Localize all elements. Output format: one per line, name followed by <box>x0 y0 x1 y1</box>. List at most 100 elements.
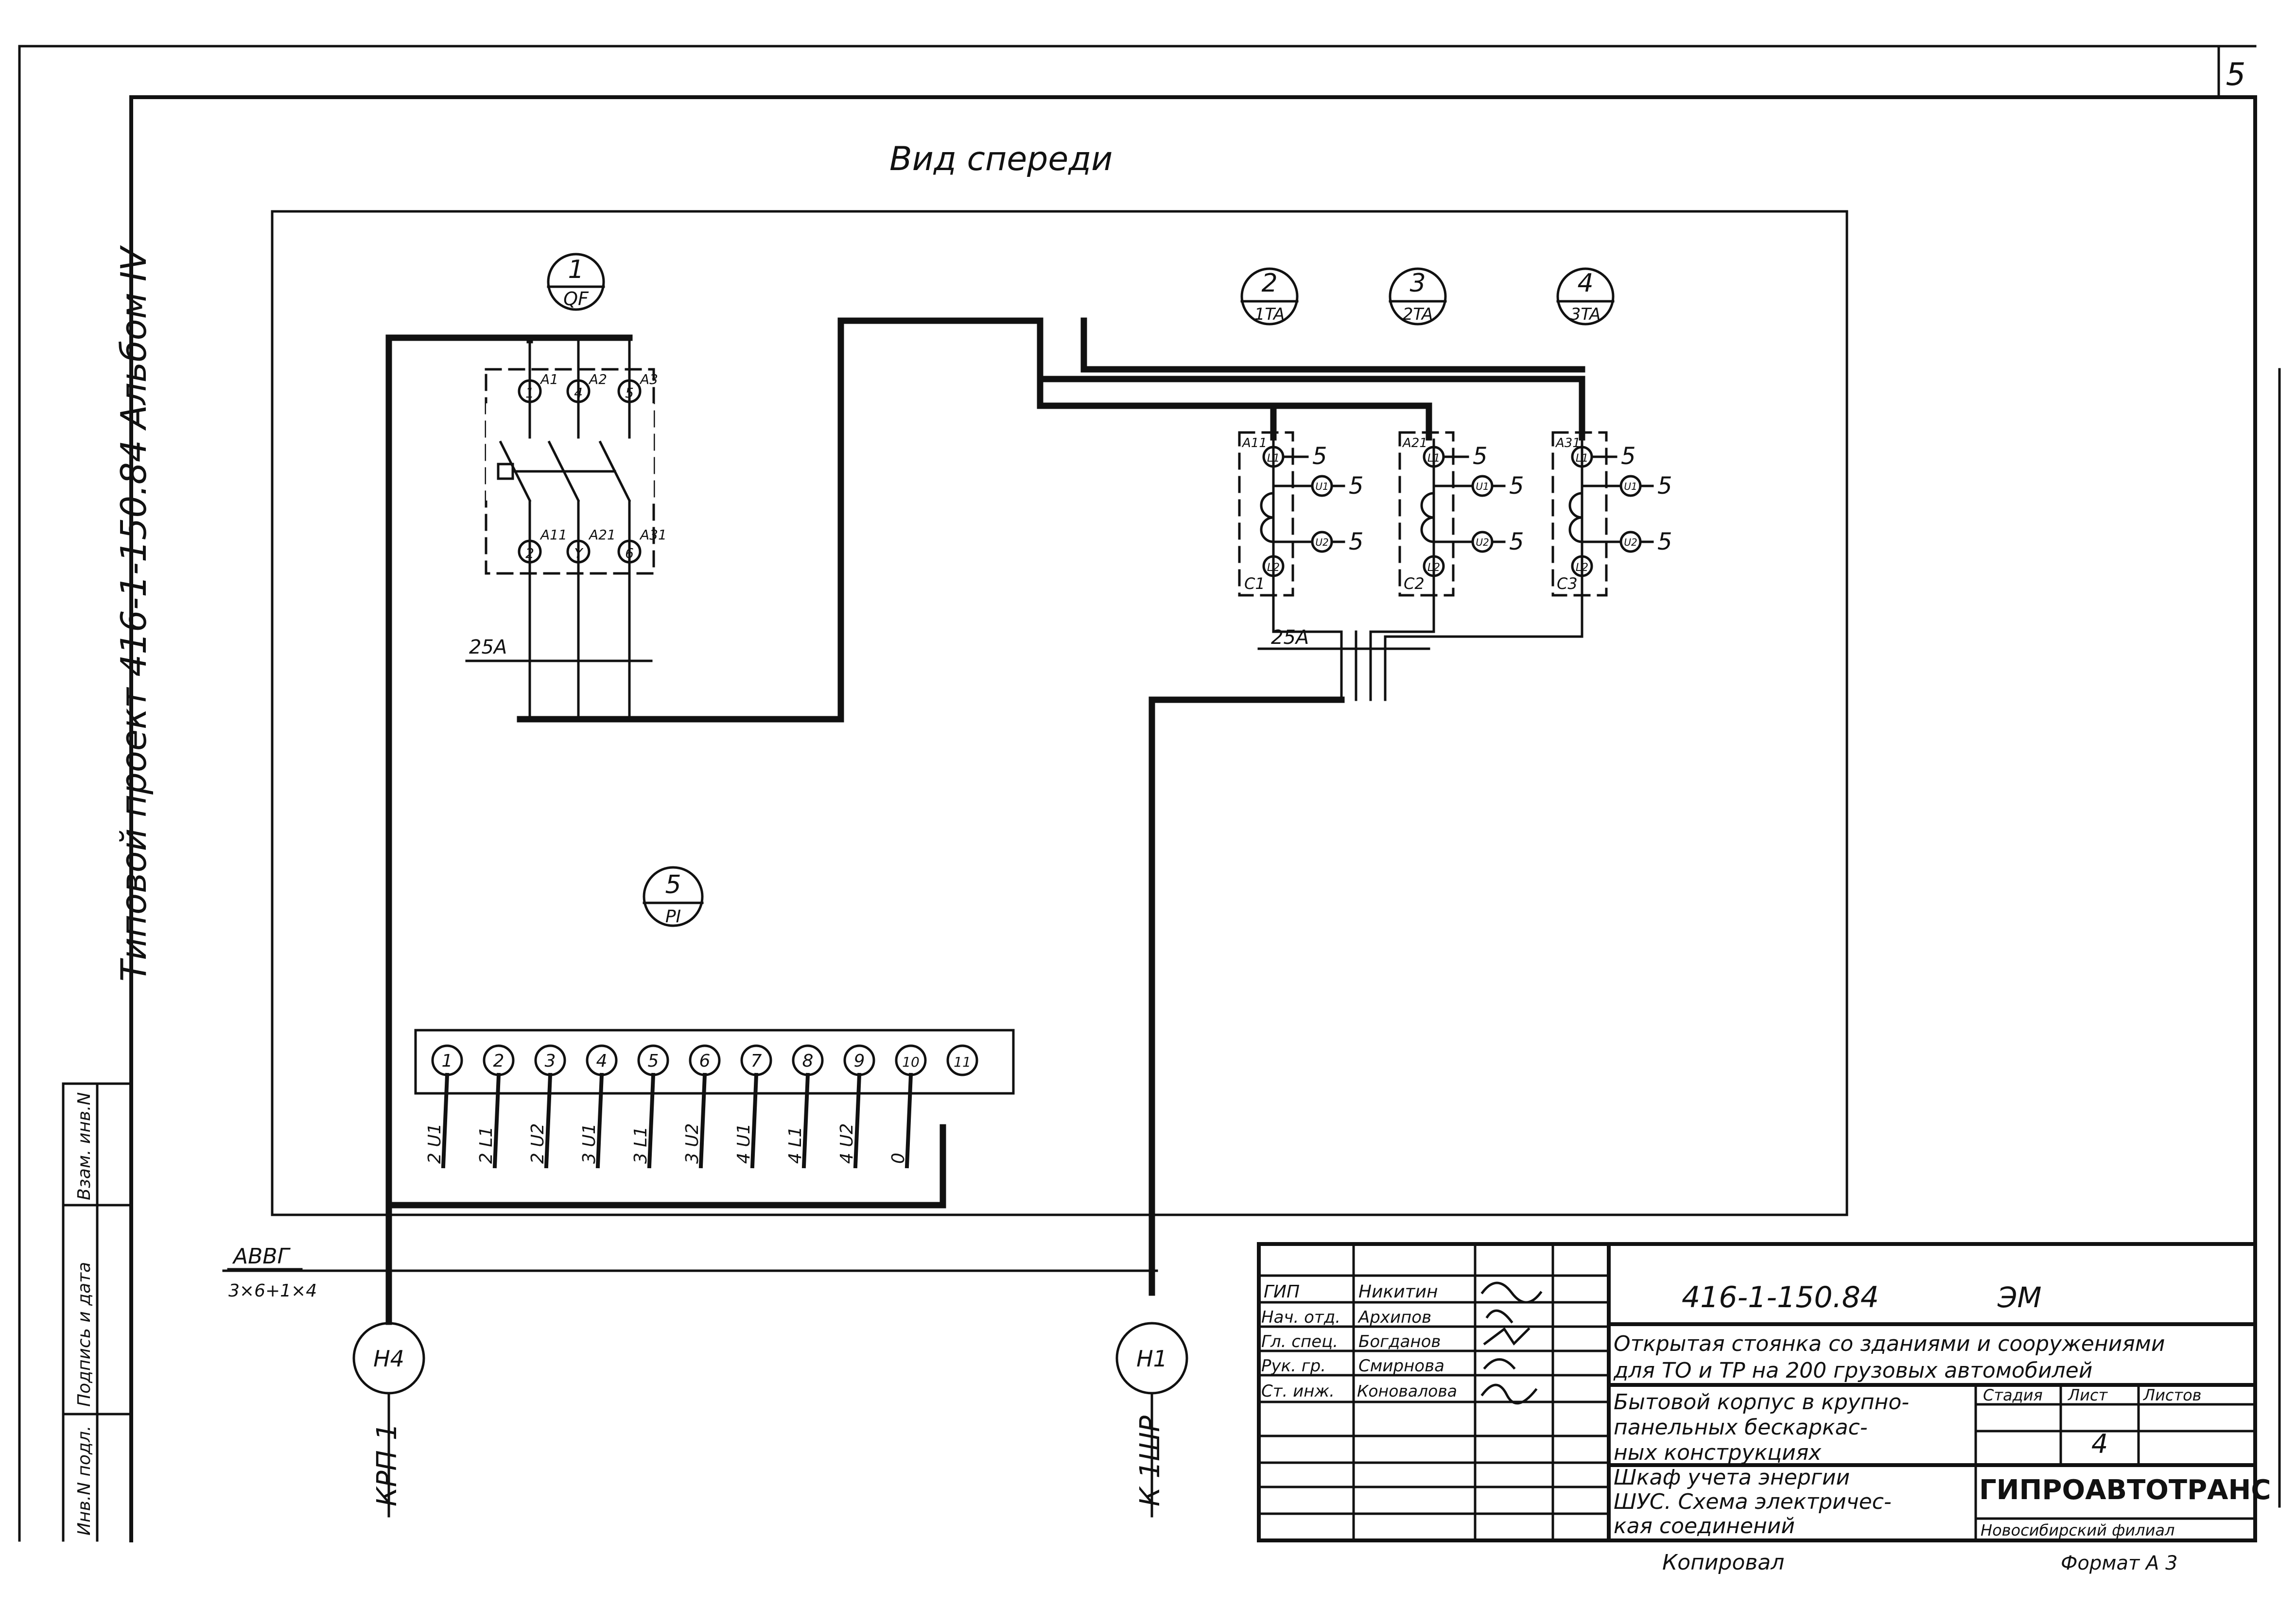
svg-text:1TA: 1TA <box>1254 305 1285 324</box>
terminal-number: 11 <box>954 1054 971 1070</box>
svg-text:QF: QF <box>563 288 589 310</box>
view-title: Вид спереди <box>889 140 1113 178</box>
svg-text:A3: A3 <box>639 371 658 387</box>
svg-text:Стадия: Стадия <box>1983 1386 2043 1404</box>
svg-text:1: 1 <box>568 255 584 284</box>
terminal-wire <box>750 1072 759 1169</box>
svg-text:ных конструкциях: ных конструкциях <box>1614 1440 1822 1465</box>
svg-text:Гл. спец.: Гл. спец. <box>1261 1332 1338 1351</box>
svg-text:Рук. гр.: Рук. гр. <box>1261 1356 1326 1376</box>
node-h1: H1 К 1ШР <box>1115 1322 1188 1518</box>
current-transformer-2: A21 C2 L1 L2 5 U1 5 U2 5 <box>1398 431 1524 597</box>
svg-text:H1: H1 <box>1136 1346 1167 1372</box>
svg-text:5: 5 <box>1349 472 1364 500</box>
terminal-number: 5 <box>648 1051 659 1071</box>
strip-replace: Взам. инв.N <box>74 1092 94 1200</box>
svg-text:Формат А 3: Формат А 3 <box>2061 1552 2178 1574</box>
svg-text:5: 5 <box>1509 528 1524 555</box>
svg-text:A21: A21 <box>1402 436 1427 450</box>
terminal-wire-label: 0 <box>888 1153 908 1164</box>
svg-text:Ст. инж.: Ст. инж. <box>1261 1382 1335 1401</box>
svg-text:1: 1 <box>525 385 534 401</box>
terminal-number: 7 <box>751 1051 762 1071</box>
terminal-block-callout: 5 PI <box>643 866 704 927</box>
svg-text:Открытая стоянка со зданиями и: Открытая стоянка со зданиями и сооружени… <box>1614 1331 2165 1356</box>
dest-right: К 1ШР <box>1134 1416 1166 1506</box>
svg-text:Никитин: Никитин <box>1358 1282 1438 1302</box>
svg-text:U2: U2 <box>1476 536 1489 548</box>
terminal-wire-label: 2 U2 <box>528 1123 548 1164</box>
svg-text:A11: A11 <box>1241 436 1267 450</box>
tt1-callout: 2 1TA <box>1240 267 1299 326</box>
svg-text:Архипов: Архипов <box>1357 1308 1431 1327</box>
terminal-wire-label: 3 U1 <box>579 1123 599 1164</box>
svg-text:L1: L1 <box>1576 452 1588 465</box>
terminal-number: 8 <box>802 1051 814 1071</box>
svg-text:ШУС. Схема электричес-: ШУС. Схема электричес- <box>1614 1489 1892 1514</box>
svg-text:5: 5 <box>1621 443 1636 470</box>
svg-text:A21: A21 <box>588 527 616 543</box>
current-transformer-3: A31 C3 L1 L2 5 U1 5 U2 5 <box>1551 431 1672 597</box>
tt-output-bundle: 25A <box>1257 577 1583 701</box>
svg-text:L1: L1 <box>1427 452 1440 465</box>
terminal-number: 2 <box>493 1051 504 1071</box>
svg-text:2: 2 <box>1261 269 1277 298</box>
svg-text:5: 5 <box>625 385 634 401</box>
svg-text:5: 5 <box>1509 472 1524 500</box>
cable-annotation: АВВГ 3×6+1×4 <box>222 1244 1158 1301</box>
svg-text:2: 2 <box>525 545 534 561</box>
svg-text:кая соединений: кая соединений <box>1614 1514 1795 1538</box>
cable-type: АВВГ <box>232 1244 291 1269</box>
svg-text:Шкаф учета энергии: Шкаф учета энергии <box>1614 1465 1850 1490</box>
tt-rating: 25A <box>1271 626 1309 649</box>
tt-callouts: 2 1TA 3 2TA 4 3TA <box>1240 267 1615 326</box>
doc-code: 416-1-150.84 <box>1682 1280 1879 1314</box>
terminal-number: 4 <box>596 1051 608 1071</box>
svg-text:2TA: 2TA <box>1403 305 1433 324</box>
terminal-wire <box>595 1072 604 1169</box>
svg-text:Смирнова: Смирнова <box>1358 1356 1444 1376</box>
terminal-wire-label: 3 L1 <box>631 1126 651 1164</box>
svg-text:L2: L2 <box>1267 562 1280 574</box>
svg-text:5: 5 <box>665 870 681 899</box>
svg-text:Бытовой корпус в крупно-: Бытовой корпус в крупно- <box>1614 1390 1909 1415</box>
terminal-wire <box>647 1072 656 1169</box>
side-stamp: Типовой проект 416-1-150.84 Альбом IV <box>113 245 154 982</box>
node-h4: H4 КРП-1 <box>352 1322 425 1518</box>
svg-text:A31: A31 <box>639 527 667 543</box>
terminal-wire <box>904 1072 913 1169</box>
svg-text:3TA: 3TA <box>1570 305 1601 324</box>
cable-size: 3×6+1×4 <box>228 1281 317 1301</box>
terminal-wire <box>853 1072 862 1169</box>
title-block: ГИП Нач. отд. Гл. спец. Рук. гр. Ст. инж… <box>1257 1242 2271 1575</box>
svg-text:ГИП: ГИП <box>1264 1282 1300 1302</box>
svg-text:L2: L2 <box>1427 562 1440 574</box>
terminal-wire-label: 4 U1 <box>734 1123 754 1164</box>
svg-text:U1: U1 <box>1476 481 1489 492</box>
terminal-wire-label: 2 L1 <box>476 1126 496 1164</box>
svg-text:Богданов: Богданов <box>1358 1332 1441 1351</box>
current-transformer-1: A11 C1 L1 L2 5 U1 5 U2 5 <box>1238 431 1364 597</box>
svg-text:U1: U1 <box>1624 481 1637 492</box>
svg-text:U2: U2 <box>1624 536 1637 548</box>
svg-text:A11: A11 <box>539 527 567 543</box>
svg-text:L1: L1 <box>1267 452 1280 465</box>
svg-text:5: 5 <box>1657 528 1672 555</box>
org-name: ГИПРОАВТОТРАНС <box>1979 1474 2271 1506</box>
terminal-wire-label: 2 U1 <box>425 1123 445 1164</box>
tt2-callout: 3 2TA <box>1389 267 1447 326</box>
svg-text:4: 4 <box>1577 269 1593 298</box>
breaker-qf: 1 QF 1 4 5 A1 A2 A3 2 Y 6 A11 <box>465 253 667 721</box>
dest-left: КРП-1 <box>371 1423 403 1506</box>
svg-text:4: 4 <box>2091 1429 2108 1459</box>
svg-text:4: 4 <box>574 385 583 401</box>
svg-text:панельных бескаркас-: панельных бескаркас- <box>1614 1415 1868 1440</box>
svg-text:Листов: Листов <box>2143 1386 2202 1404</box>
svg-text:C2: C2 <box>1404 574 1425 593</box>
tt3-callout: 4 3TA <box>1556 267 1615 326</box>
svg-text:Новосибирский филиал: Новосибирский филиал <box>1981 1521 2174 1539</box>
